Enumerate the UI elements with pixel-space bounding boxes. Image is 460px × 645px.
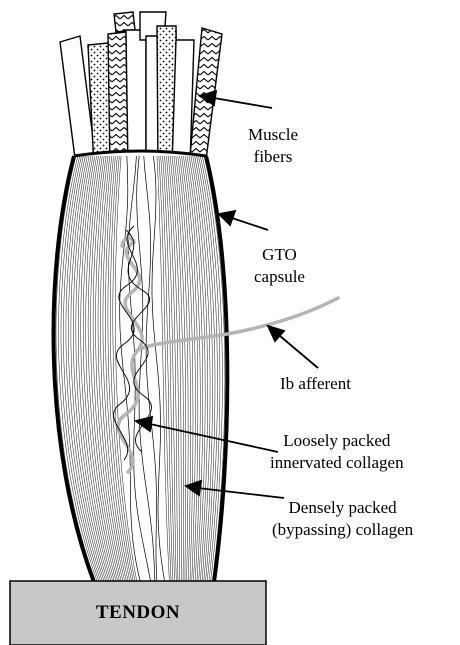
- label-line: innervated collagen: [270, 452, 404, 474]
- label-ib-afferent: Ib afferent: [280, 373, 351, 395]
- tendon-label: TENDON: [10, 581, 266, 645]
- label-muscle-fibers: Muscle fibers: [248, 124, 298, 168]
- label-line: capsule: [254, 266, 305, 288]
- muscle-fiber: [108, 32, 128, 168]
- arrow-ib-afferent: [280, 336, 318, 368]
- arrow-gto-capsule: [232, 218, 268, 230]
- muscle-fiber: [126, 30, 146, 168]
- label-line: Densely packed: [272, 497, 413, 519]
- muscle-fibers: [60, 12, 222, 168]
- label-line: GTO: [254, 244, 305, 266]
- label-line: Loosely packed: [270, 430, 404, 452]
- label-gto-capsule: GTO capsule: [254, 244, 305, 288]
- muscle-fiber: [114, 12, 135, 32]
- arrow-muscle-fibers: [214, 98, 272, 108]
- label-line: fibers: [248, 146, 298, 168]
- label-dense-collagen: Densely packed (bypassing) collagen: [272, 497, 413, 541]
- label-line: Muscle: [248, 124, 298, 146]
- label-loose-collagen: Loosely packed innervated collagen: [270, 430, 404, 474]
- label-line: (bypassing) collagen: [272, 519, 413, 541]
